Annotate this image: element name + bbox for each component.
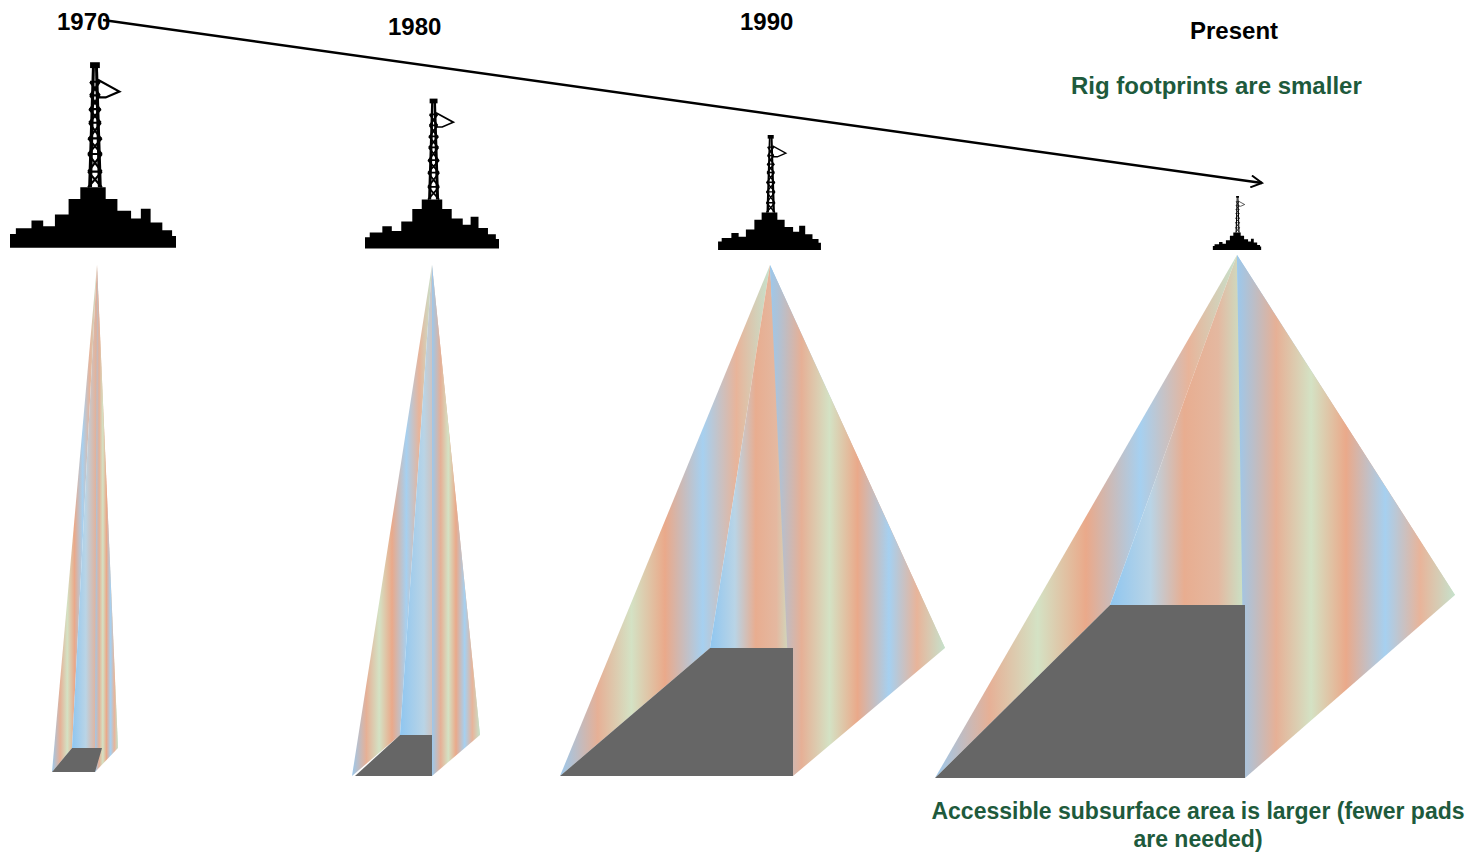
year-label: 1970 (57, 8, 110, 37)
year-label: 1990 (740, 8, 793, 37)
annotation: Accessible subsurface area is larger (fe… (928, 798, 1468, 853)
year-label: 1980 (388, 13, 441, 42)
drilling-rig (10, 62, 176, 248)
subsurface-volume (52, 265, 118, 772)
drilling-rig (1213, 196, 1261, 250)
year-label: Present (1190, 17, 1278, 46)
subsurface-volume (935, 255, 1455, 778)
trend-arrow (103, 20, 1262, 183)
subsurface-volume (560, 265, 945, 776)
drilling-rig (365, 99, 499, 249)
subsurface-volume (352, 265, 480, 776)
annotation: Rig footprints are smaller (1071, 72, 1362, 101)
drilling-rig (718, 135, 821, 250)
